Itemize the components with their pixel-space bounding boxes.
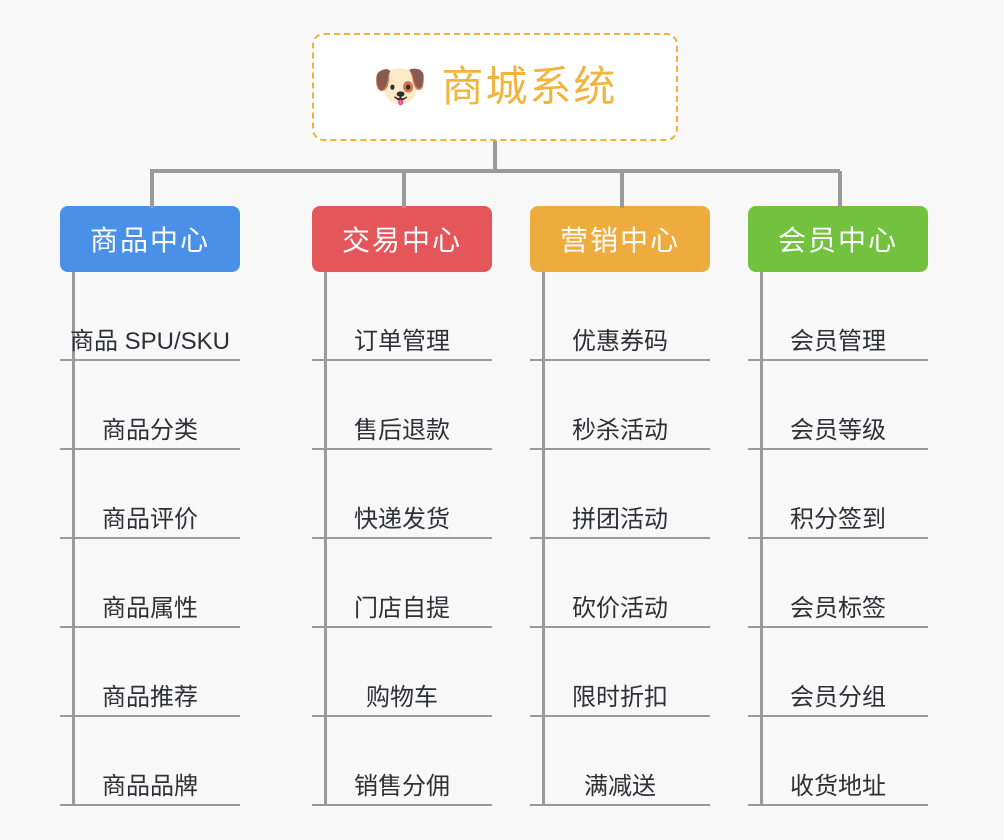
leaf-item-label: 秒杀活动 xyxy=(572,416,668,444)
leaf-item[interactable]: 商品属性 xyxy=(60,539,240,628)
leaf-list: 会员管理会员等级积分签到会员标签会员分组收货地址 xyxy=(748,272,928,806)
leaf-item-label: 限时折扣 xyxy=(572,683,668,711)
leaf-item[interactable]: 会员等级 xyxy=(748,361,928,450)
leaf-item-label: 商品评价 xyxy=(102,505,198,533)
branch-drop-connector xyxy=(402,171,406,208)
leaf-list: 商品 SPU/SKU 商品分类商品评价商品属性商品推荐商品品牌 xyxy=(60,272,240,806)
branch-column-3: 营销中心优惠券码秒杀活动拼团活动砍价活动限时折扣满减送 xyxy=(530,206,710,806)
branch-trunk-connector xyxy=(542,272,545,806)
leaf-item-label: 满减送 xyxy=(584,772,656,800)
leaf-item-label: 商品属性 xyxy=(102,594,198,622)
leaf-item-label: 收货地址 xyxy=(790,772,886,800)
branch-drop-connector xyxy=(838,171,842,208)
leaf-item-label: 商品 SPU/SKU xyxy=(69,327,231,355)
leaf-list: 订单管理售后退款快递发货门店自提购物车销售分佣 xyxy=(312,272,492,806)
leaf-item[interactable]: 商品 SPU/SKU xyxy=(60,272,240,361)
leaf-item-label: 会员等级 xyxy=(790,416,886,444)
leaf-item-label: 拼团活动 xyxy=(572,505,668,533)
leaf-item[interactable]: 满减送 xyxy=(530,717,710,806)
leaf-item-label: 购物车 xyxy=(366,683,438,711)
branch-header[interactable]: 营销中心 xyxy=(530,206,710,272)
leaf-item[interactable]: 收货地址 xyxy=(748,717,928,806)
leaf-item[interactable]: 商品评价 xyxy=(60,450,240,539)
root-connector-stem xyxy=(493,141,497,171)
branch-trunk-connector xyxy=(324,272,327,806)
leaf-item[interactable]: 会员标签 xyxy=(748,539,928,628)
leaf-item-label: 售后退款 xyxy=(354,416,450,444)
branch-header[interactable]: 会员中心 xyxy=(748,206,928,272)
leaf-item-label: 会员管理 xyxy=(790,327,886,355)
leaf-item-label: 会员分组 xyxy=(790,683,886,711)
branch-column-1: 商品中心商品 SPU/SKU 商品分类商品评价商品属性商品推荐商品品牌 xyxy=(60,206,240,806)
leaf-item-label: 商品分类 xyxy=(102,416,198,444)
leaf-item[interactable]: 商品品牌 xyxy=(60,717,240,806)
leaf-item[interactable]: 商品分类 xyxy=(60,361,240,450)
leaf-item[interactable]: 限时折扣 xyxy=(530,628,710,717)
leaf-item[interactable]: 门店自提 xyxy=(312,539,492,628)
branch-header[interactable]: 商品中心 xyxy=(60,206,240,272)
branch-column-2: 交易中心订单管理售后退款快递发货门店自提购物车销售分佣 xyxy=(312,206,492,806)
root-node[interactable]: 🐶 商城系统 xyxy=(312,33,678,141)
leaf-item-label: 积分签到 xyxy=(790,505,886,533)
branch-header-label: 会员中心 xyxy=(777,225,898,256)
leaf-item-label: 销售分佣 xyxy=(354,772,450,800)
leaf-item-label: 快递发货 xyxy=(354,505,450,533)
branch-drop-connector xyxy=(150,171,154,208)
branch-header-label: 交易中心 xyxy=(341,225,462,256)
leaf-item-label: 商品品牌 xyxy=(102,772,198,800)
leaf-item-label: 会员标签 xyxy=(790,594,886,622)
leaf-item-label: 砍价活动 xyxy=(572,594,668,622)
leaf-item[interactable]: 商品推荐 xyxy=(60,628,240,717)
leaf-item-label: 优惠券码 xyxy=(572,327,668,355)
leaf-item[interactable]: 砍价活动 xyxy=(530,539,710,628)
leaf-item[interactable]: 积分签到 xyxy=(748,450,928,539)
leaf-item[interactable]: 拼团活动 xyxy=(530,450,710,539)
branch-header[interactable]: 交易中心 xyxy=(312,206,492,272)
branch-trunk-connector xyxy=(72,272,75,806)
branch-column-4: 会员中心会员管理会员等级积分签到会员标签会员分组收货地址 xyxy=(748,206,928,806)
branch-drop-connector xyxy=(620,171,624,208)
leaf-item[interactable]: 优惠券码 xyxy=(530,272,710,361)
branch-header-label: 商品中心 xyxy=(89,225,210,256)
leaf-item[interactable]: 会员管理 xyxy=(748,272,928,361)
leaf-item[interactable]: 订单管理 xyxy=(312,272,492,361)
leaf-item[interactable]: 会员分组 xyxy=(748,628,928,717)
branch-trunk-connector xyxy=(760,272,763,806)
leaf-item[interactable]: 快递发货 xyxy=(312,450,492,539)
leaf-list: 优惠券码秒杀活动拼团活动砍价活动限时折扣满减送 xyxy=(530,272,710,806)
leaf-item-label: 订单管理 xyxy=(354,327,450,355)
root-connector-bus xyxy=(150,169,840,173)
dog-face-icon: 🐶 xyxy=(372,62,428,111)
branch-header-label: 营销中心 xyxy=(559,225,680,256)
leaf-item[interactable]: 购物车 xyxy=(312,628,492,717)
root-title: 商城系统 xyxy=(441,63,618,110)
leaf-item-label: 商品推荐 xyxy=(102,683,198,711)
leaf-item[interactable]: 销售分佣 xyxy=(312,717,492,806)
leaf-item[interactable]: 售后退款 xyxy=(312,361,492,450)
leaf-item-label: 门店自提 xyxy=(354,594,450,622)
leaf-item[interactable]: 秒杀活动 xyxy=(530,361,710,450)
